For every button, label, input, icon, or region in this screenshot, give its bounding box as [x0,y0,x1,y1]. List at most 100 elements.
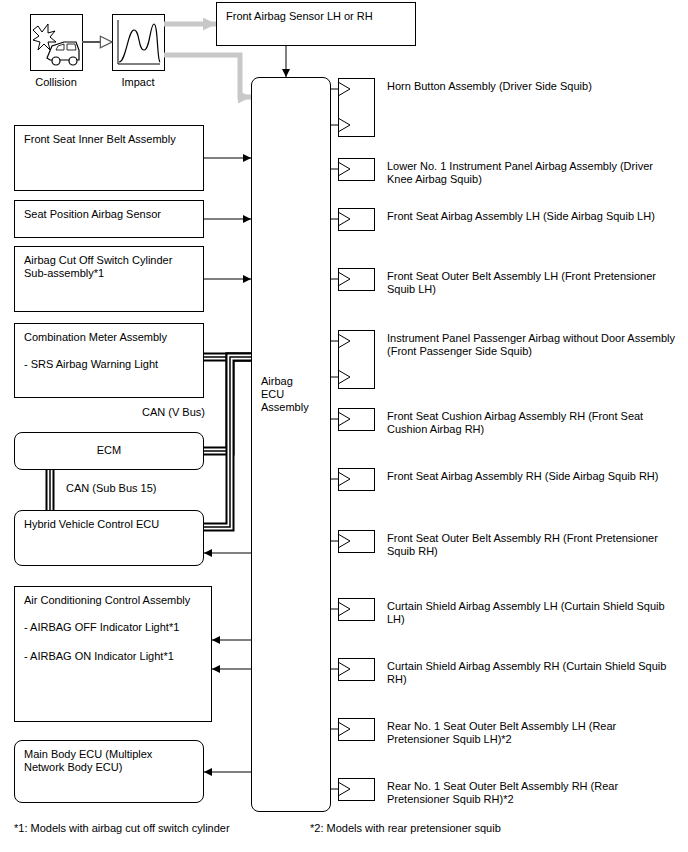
input-box: Seat Position Airbag Sensor [14,200,204,238]
connector-path [331,169,338,170]
can-bus-line [204,357,251,527]
signal-line [82,42,112,43]
node-text: Hybrid Vehicle Control ECU [24,518,194,531]
connector-path [212,640,251,641]
meter-box: Combination Meter Assembly - SRS Airbag W… [14,323,204,398]
connector-path [164,22,216,27]
node-text: Front Seat Airbag Assembly LH (Side Airb… [387,210,678,223]
ecu-box-small: ECM [14,432,204,470]
signal-line [331,479,338,480]
node-text: Front Seat Inner Belt Assembly [24,133,194,146]
impact-node: Impact [112,10,164,96]
node-text: Front Seat Airbag Assembly RH (Side Airb… [387,470,678,483]
signal-line [204,219,251,220]
squib-label: Rear No. 1 Seat Outer Belt Assembly RH (… [338,778,678,813]
node-text: Air Conditioning Control Assembly [24,594,202,607]
signal-line [212,669,251,670]
signal-line [164,55,251,97]
signal-line [331,125,338,126]
connector-path [331,279,338,280]
node-text: Front Seat Outer Belt Assembly RH (Front… [387,532,678,558]
can-bus-gap [204,357,251,527]
squib-label: Front Seat Airbag Assembly LH (Side Airb… [338,208,678,230]
node-text: ECM [24,444,194,457]
node-text: Front Airbag Sensor LH or RH [226,10,406,23]
connector-path [204,158,251,159]
connector-path [204,219,251,220]
node-text: Seat Position Airbag Sensor [24,208,194,221]
squib-symbols [338,79,375,801]
signal-line [331,219,338,220]
connector-path [164,55,251,97]
node-text: Horn Button Assembly (Driver Side Squib) [387,80,678,93]
signal-line [331,669,338,670]
node-text: Collision [30,76,82,89]
signal-line [331,279,338,280]
node-text: Lower No. 1 Instrument Panel Airbag Asse… [387,160,678,186]
node-text: Impact [112,76,164,89]
node-text: Airbag Cut Off Switch Cylinder Sub-assem… [24,254,194,280]
signal-line [204,279,251,280]
connector-path [212,669,251,670]
connector-path [331,789,338,790]
signal-line [331,377,338,378]
node-text: Front Seat Outer Belt Assembly LH (Front… [387,270,678,296]
ecu-box-small: Main Body ECU (Multiplex Network Body EC… [14,740,204,803]
connector-path [331,609,338,610]
squib-label: Horn Button Assembly (Driver Side Squib) [338,78,678,136]
node-text: Rear No. 1 Seat Outer Belt Assembly RH (… [387,780,678,806]
squib-label: Lower No. 1 Instrument Panel Airbag Asse… [338,158,678,193]
node-text: Airbag ECU Assembly [261,375,317,414]
signal-line [331,729,338,730]
signal-line [331,89,338,90]
signal-line [331,609,338,610]
input-box: Front Seat Inner Belt Assembly [14,125,204,191]
ecu-box-small: Hybrid Vehicle Control ECU [14,510,204,566]
can-bus-core [49,470,51,510]
signal-line [331,341,338,342]
connector-path [331,89,338,90]
footnote: *1: Models with airbag cut off switch cy… [14,822,230,835]
node-text: - SRS Airbag Warning Light [24,358,194,371]
can-bus-outer [204,357,251,527]
signal-line [204,158,251,159]
connector-path [331,669,338,670]
signal-line [331,541,338,542]
squib-label: Curtain Shield Airbag Assembly RH (Curta… [338,658,678,693]
node-text: Curtain Shield Airbag Assembly RH (Curta… [387,660,678,686]
sensor-box: Front Airbag Sensor LH or RH [216,2,416,46]
connector-path [331,541,338,542]
node-text: Front Seat Cushion Airbag Assembly RH (F… [387,410,678,436]
input-box: Airbag Cut Off Switch Cylinder Sub-assem… [14,246,204,312]
signal-line [286,46,287,77]
signal-line [331,789,338,790]
squib-label: Curtain Shield Airbag Assembly LH (Curta… [338,598,678,633]
squib-label: Instrument Panel Passenger Airbag withou… [338,330,678,388]
can-bus-core [204,357,251,527]
node-text: - AIRBAG OFF Indicator Light*1 [24,621,202,634]
bus-label: CAN (V Bus) [140,406,207,419]
squib-label: Front Seat Outer Belt Assembly LH (Front… [338,268,678,303]
node-text: Curtain Shield Airbag Assembly LH (Curta… [387,600,678,626]
connector-path [331,729,338,730]
can-bus-line [50,470,51,510]
connector-path [286,46,287,77]
connector-path [204,279,251,280]
signal-line [331,419,338,420]
connector-path [204,553,251,554]
node-text: Main Body ECU (Multiplex Network Body EC… [24,748,194,774]
collision-icon [31,15,83,71]
signal-line [204,553,251,554]
control-box: Air Conditioning Control Assembly - AIRBA… [14,586,212,722]
squib-label: Front Seat Airbag Assembly RH (Side Airb… [338,468,678,490]
connector-path [331,479,338,480]
squib-label: Front Seat Cushion Airbag Assembly RH (F… [338,408,678,443]
connector-path [331,419,338,420]
ecu-box: Airbag ECU Assembly [251,77,331,812]
can-bus-outer [46,470,55,510]
connector-path [331,219,338,220]
connector-path [82,41,112,43]
node-text: Combination Meter Assembly [24,331,194,344]
footnote: *2: Models with rear pretensioner squib [310,822,501,835]
